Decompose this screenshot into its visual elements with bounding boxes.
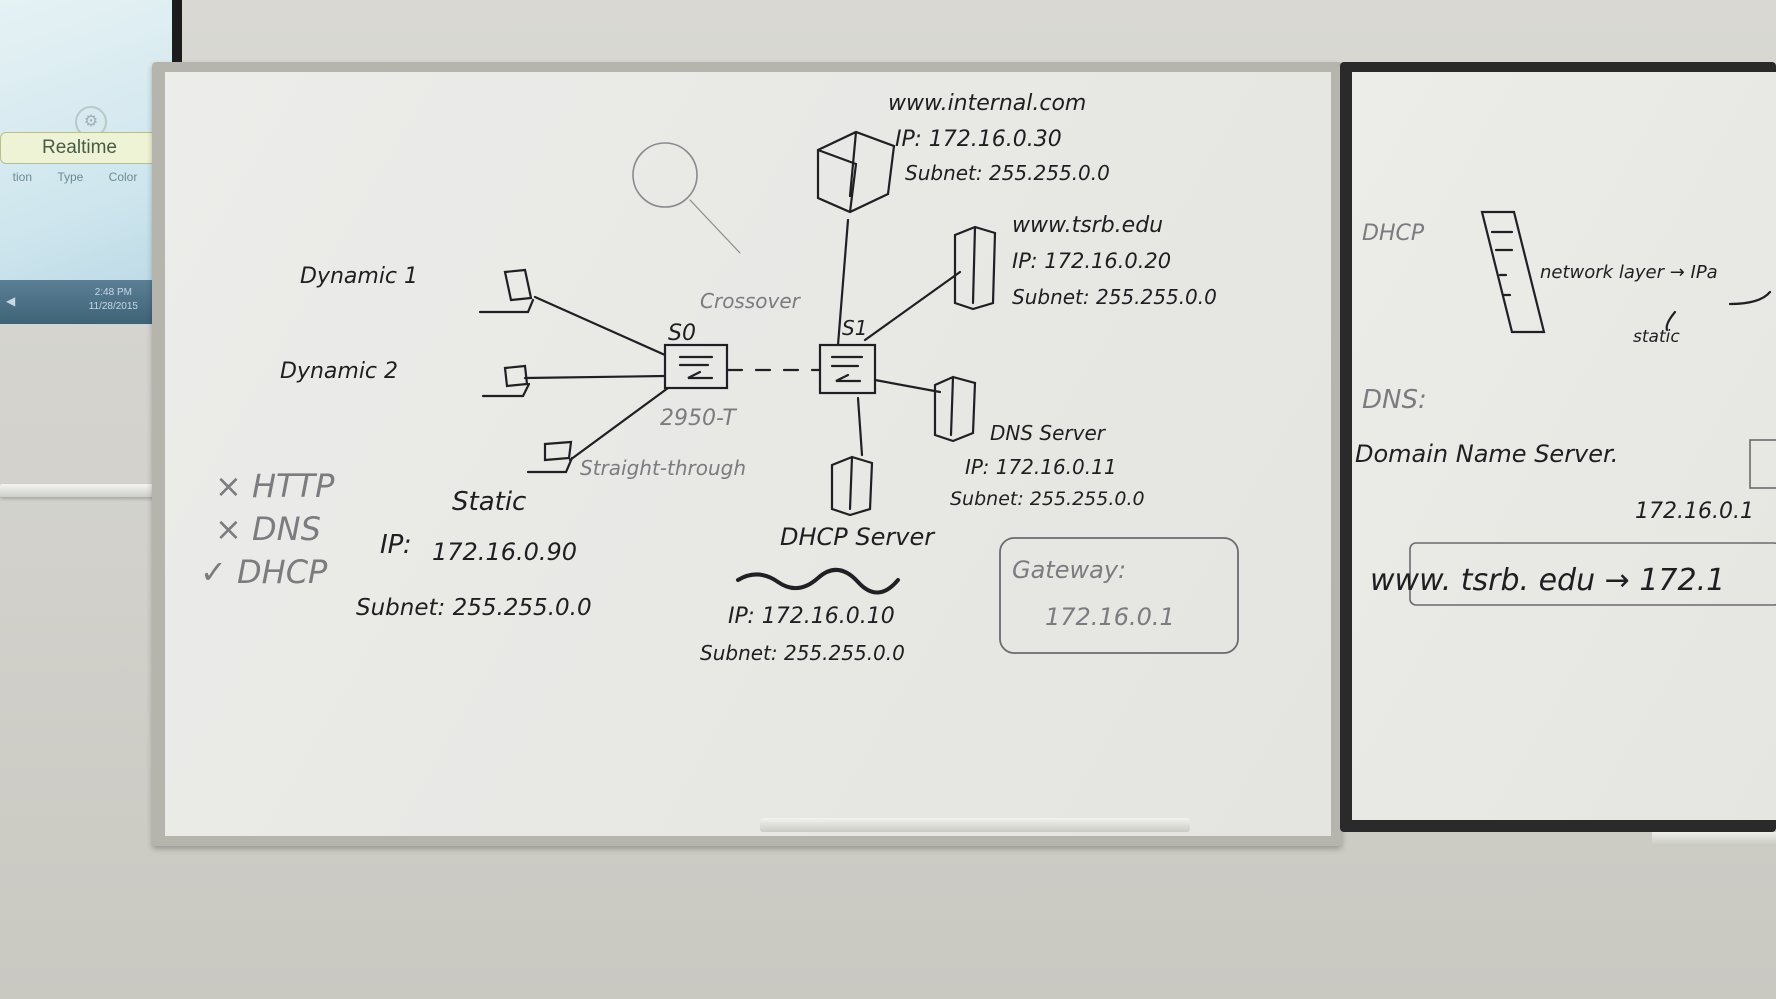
stray-line (689, 199, 741, 254)
link-s1-dhcp (856, 396, 864, 457)
link-s1-tsrb (863, 270, 962, 342)
link-static-s0 (568, 386, 670, 462)
realtime-tab: Realtime (0, 132, 159, 164)
tsrb-ip: IP: 172.16.0.20 (1012, 249, 1171, 273)
server-dhcp (830, 455, 874, 517)
internal-subnet: Subnet: 255.255.0.0 (905, 161, 1110, 185)
dhcp-subnet: Subnet: 255.255.0.0 (700, 641, 905, 665)
dhcp-ip: IP: 172.16.0.10 (728, 604, 895, 629)
right-marker-ledge (1652, 832, 1776, 846)
dns-name: DNS Server (990, 421, 1107, 445)
scribble (736, 568, 900, 595)
right-edge-box (1749, 439, 1776, 489)
check-dns: × DNS (215, 510, 321, 548)
gateway-box (999, 537, 1239, 654)
dynamic2-label: Dynamic 2 (280, 359, 398, 384)
tsrb-subnet: Subnet: 255.255.0.0 (1012, 285, 1217, 309)
taskbar-clock: 2:48 PM 11/28/2015 (89, 286, 138, 314)
link-dynamic1-s0 (533, 295, 667, 357)
gateway-ip: 172.16.0.1 (1045, 603, 1175, 631)
speaker-icon: ◀ (6, 294, 16, 308)
static-label: Static (452, 487, 526, 517)
link-dynamic2-s0 (523, 374, 667, 380)
dns-subnet: Subnet: 255.255.0.0 (950, 488, 1145, 510)
clock-date: 11/28/2015 (88, 301, 138, 312)
link-s1-internal (836, 218, 850, 347)
tsrb-name: www.tsrb.edu (1012, 213, 1163, 238)
switch-s0-arrows (678, 355, 714, 380)
realtime-label: Realtime (42, 137, 117, 158)
static-ip: 172.16.0.90 (432, 538, 577, 566)
url-box (1409, 542, 1776, 606)
server-tsrb (953, 225, 997, 311)
url-mapping: www. tsrb. edu → 172.1 (1370, 563, 1725, 598)
taskbar: ◀ 2:48 PM 11/28/2015 (0, 280, 160, 324)
dhcp-name: DHCP Server (780, 523, 936, 551)
marker-ledge (760, 818, 1190, 832)
right-whiteboard (1352, 72, 1776, 820)
switch-s0 (663, 343, 729, 390)
static-subnet: Subnet: 255.255.0.0 (356, 595, 592, 621)
crossover-label: Crossover (700, 289, 802, 313)
model-label: 2950-T (660, 406, 737, 431)
straight-through-label: Straight-through (580, 456, 746, 480)
server-dns (933, 375, 977, 443)
right-ip-partial: 172.16.0.1 (1635, 499, 1754, 524)
s0-label: S0 (668, 321, 696, 346)
right-arrow-lines (1665, 290, 1772, 332)
column-headers: tion Type Color (0, 170, 150, 184)
main-whiteboard (165, 72, 1331, 836)
static-note: static (1633, 327, 1680, 347)
internal-name: www.internal.com (888, 91, 1086, 116)
clock-time: 2:48 PM (94, 287, 132, 298)
dns-ip: IP: 172.16.0.11 (965, 455, 1117, 479)
col-header-color: Color (108, 170, 138, 184)
laptop-dynamic1 (478, 268, 535, 314)
network-layer-note: network layer → IPa (1540, 262, 1718, 283)
gateway-label: Gateway: (1012, 556, 1126, 584)
check-dhcp: ✓ DHCP (200, 553, 328, 591)
laptop-dynamic2 (481, 364, 531, 398)
right-dhcp-title: DHCP (1362, 221, 1425, 246)
server-internal (816, 130, 896, 214)
crossed-circle (632, 142, 698, 208)
static-ip-label: IP: (380, 530, 412, 560)
check-http: × HTTP (215, 467, 335, 505)
right-dhcp-server (1480, 210, 1546, 334)
switch-s1-arrows (830, 355, 864, 383)
col-header-type: Type (57, 170, 84, 184)
switch-s1 (818, 343, 877, 395)
internal-ip: IP: 172.16.0.30 (895, 127, 1062, 152)
laptop-static (526, 440, 574, 474)
s1-label: S1 (842, 316, 867, 340)
link-s1-dns (873, 378, 942, 394)
col-header-fire: tion (12, 170, 33, 184)
right-dns-title: DNS: (1362, 385, 1427, 415)
dynamic1-label: Dynamic 1 (300, 264, 418, 289)
dns-full-name: Domain Name Server. (1355, 440, 1618, 468)
